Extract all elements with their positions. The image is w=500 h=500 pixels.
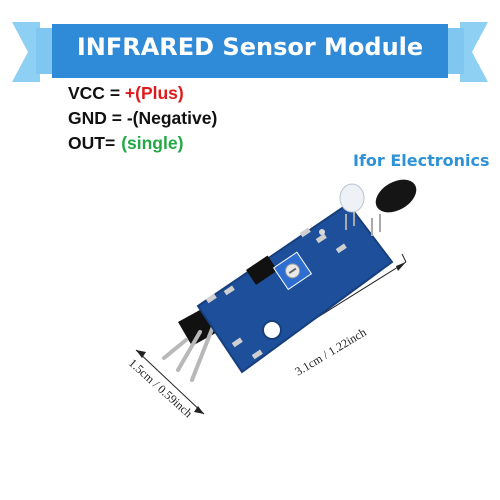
banner-title: INFRARED Sensor Module: [76, 33, 424, 61]
mounting-hole: [262, 320, 282, 340]
sensor-module-photo: 3.1cm / 1.22inch 1.5cm / 0.59inch: [126, 179, 417, 420]
width-dimension: [135, 349, 205, 415]
banner-shape: [12, 22, 488, 82]
pin-row-vcc: VCC = +(Plus): [68, 81, 217, 106]
pin-separator: =: [104, 83, 125, 103]
brand-name: Ifor Electronics: [353, 151, 490, 170]
pin-separator: =: [106, 108, 127, 128]
smd-components: [205, 227, 347, 360]
pin-separator: =: [104, 133, 116, 153]
pin-value: -(Negative): [126, 108, 218, 128]
ic-chip: [246, 255, 278, 285]
pcb-board: [196, 202, 394, 374]
led-indicator: [319, 229, 325, 235]
length-label: 3.1cm / 1.22inch: [292, 325, 368, 379]
ribbon-body: [52, 24, 448, 78]
potentiometer: [272, 251, 313, 291]
pin-row-gnd: GND = -(Negative): [68, 106, 217, 131]
ribbon-tail-right: [460, 22, 488, 82]
pin-value: +(Plus): [124, 83, 184, 103]
ir-emitter-led: [339, 183, 365, 230]
pin-label: OUT: [68, 133, 105, 153]
pin-definitions: VCC = +(Plus) GND = -(Negative) OUT=(sin…: [68, 81, 217, 156]
pin-label: GND: [68, 108, 107, 128]
pin-row-out: OUT=(single): [68, 131, 217, 156]
banner-ribbon: INFRARED Sensor Module: [0, 0, 500, 90]
ribbon-tail-left: [12, 22, 40, 82]
pin-label: VCC: [68, 83, 105, 103]
width-label: 1.5cm / 0.59inch: [126, 356, 195, 420]
ir-receiver-led: [371, 179, 417, 236]
pin-value: (single): [121, 133, 184, 153]
